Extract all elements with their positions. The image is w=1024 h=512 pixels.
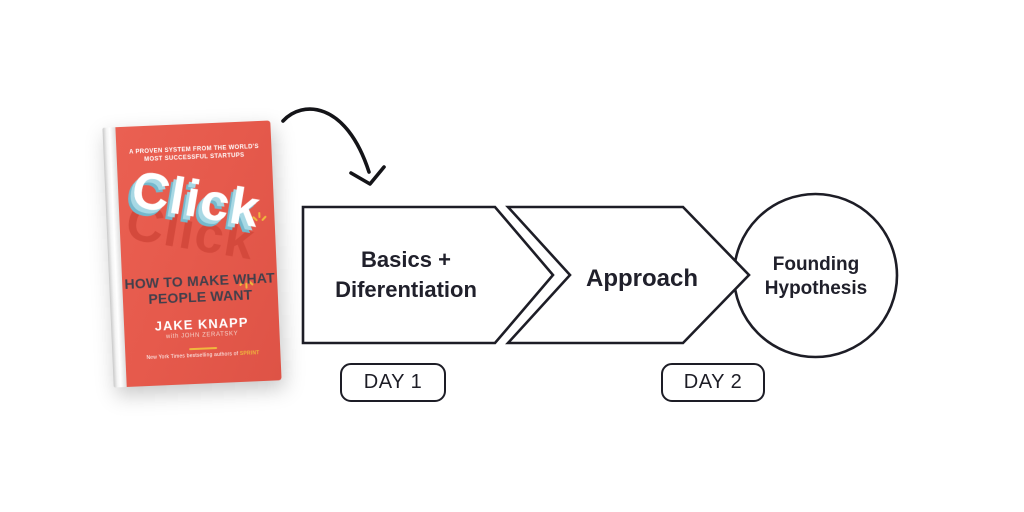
day-2-badge: DAY 2 bbox=[661, 363, 765, 402]
starburst-icon bbox=[252, 212, 267, 222]
curved-arrow-icon bbox=[281, 107, 386, 186]
step-label-founding-hypothesis: Founding Hypothesis bbox=[746, 253, 886, 301]
step-label-basics-diferentiation: Basics + Diferentiation bbox=[298, 245, 514, 305]
step-label-approach: Approach bbox=[556, 266, 728, 292]
step-3-line-2: Hypothesis bbox=[764, 278, 868, 299]
starburst-icon bbox=[239, 280, 254, 289]
step-3-line-1: Founding bbox=[772, 254, 860, 275]
day-1-label: DAY 1 bbox=[363, 371, 423, 393]
chevron-step-1 bbox=[301, 205, 555, 345]
step-2-line-1: Approach bbox=[585, 265, 698, 292]
book-front-cover: A PROVEN SYSTEM FROM THE WORLD'S MOST SU… bbox=[115, 120, 282, 387]
book-title-group: Click Click bbox=[117, 158, 278, 295]
book-cover: A PROVEN SYSTEM FROM THE WORLD'S MOST SU… bbox=[102, 120, 282, 388]
step-1-line-2: Diferentiation bbox=[335, 277, 477, 302]
day-1-badge: DAY 1 bbox=[340, 363, 446, 402]
chevron-step-2 bbox=[505, 205, 751, 345]
step-1-line-1: Basics + bbox=[361, 247, 451, 272]
day-2-label: DAY 2 bbox=[683, 371, 743, 393]
